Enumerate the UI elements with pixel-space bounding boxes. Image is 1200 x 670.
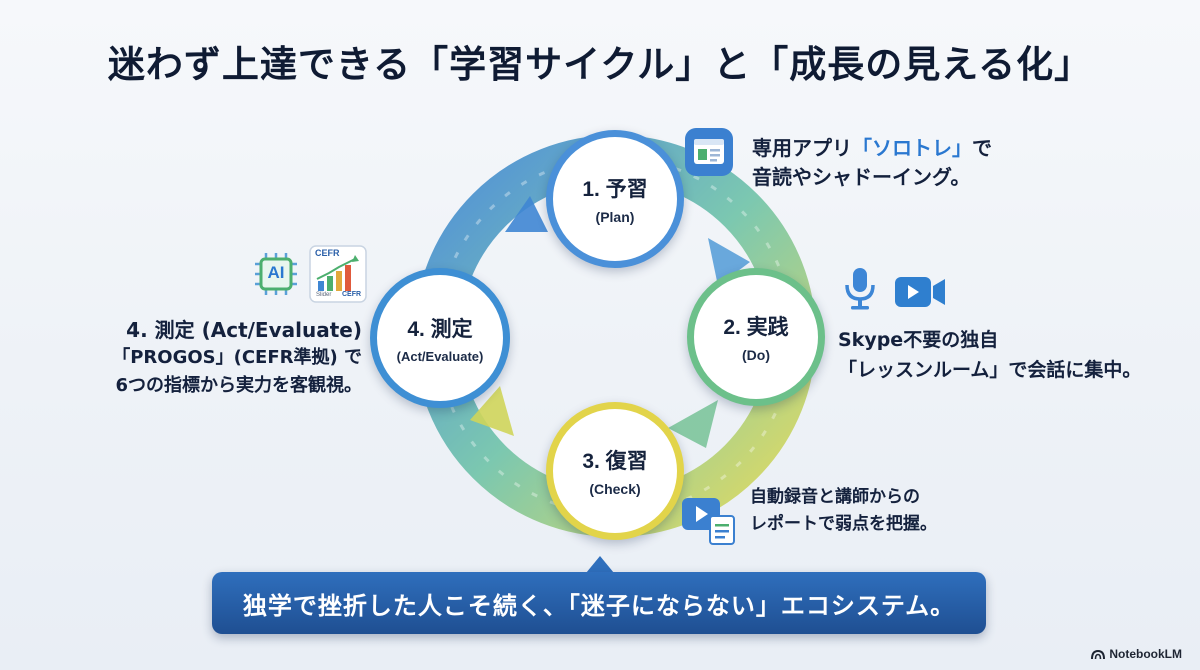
footer-message: 独学で挫折した人こそ続く、「迷子にならない」エコシステム。	[242, 591, 956, 620]
cefr-chart-right-label: CEFR	[342, 291, 362, 298]
eval-desc-line3: 6つの指標から実力を客観視。	[115, 375, 362, 396]
step-plan-node: 1. 予習 (Plan)	[546, 130, 684, 268]
app-window-icon	[685, 128, 733, 176]
step-plan-label: 1. 予習	[582, 178, 648, 201]
step-check-node: 3. 復習 (Check)	[546, 402, 684, 540]
arrow-eval-to-plan	[505, 196, 548, 232]
step-check-sub: (Check)	[589, 481, 641, 497]
brand-watermark: NotebookLM	[1091, 647, 1182, 661]
eval-desc-line2: 「PROGOS」(CEFR準拠) で	[112, 347, 362, 368]
recording-report-icon	[682, 498, 735, 545]
ai-chip-text: AI	[267, 263, 285, 282]
step-eval-description: 4. 測定 (Act/Evaluate) 「PROGOS」(CEFR準拠) で …	[40, 316, 362, 400]
plan-desc-part1: 専用アプリ	[752, 136, 852, 160]
check-desc-line1: 自動録音と講師からの	[750, 487, 920, 507]
banner-pointer	[586, 556, 614, 573]
step-do-node: 2. 実践 (Do)	[687, 268, 825, 406]
arrow-plan-to-do	[708, 238, 750, 286]
step-eval-sub: (Act/Evaluate)	[396, 348, 484, 364]
ai-chip-icon: AI	[252, 250, 300, 298]
step-eval-label: 4. 測定	[407, 317, 473, 341]
arrow-check-to-eval	[470, 386, 514, 436]
step-check-label: 3. 復習	[582, 450, 648, 473]
plan-desc-line2: 音読やシャドーイング。	[752, 165, 971, 189]
footer-banner: 独学で挫折した人こそ続く、「迷子にならない」エコシステム。	[212, 572, 986, 634]
check-desc-line2: レポートで弱点を把握。	[750, 514, 937, 534]
step-plan-sub: (Plan)	[595, 209, 635, 225]
step-plan-description: 専用アプリ「ソロトレ」で 音読やシャドーイング。	[752, 134, 992, 192]
cefr-chart-title: CEFR	[315, 248, 340, 258]
step-eval-node: 4. 測定 (Act/Evaluate)	[370, 268, 510, 408]
step-do-label: 2. 実践	[723, 316, 789, 339]
step-do-description: Skype不要の独自 「レッスンルーム」で会話に集中。	[838, 325, 1141, 385]
step-do-sub: (Do)	[742, 347, 770, 363]
video-camera-icon	[895, 277, 945, 307]
microphone-icon	[845, 268, 875, 310]
plan-desc-part3: で	[972, 136, 992, 160]
do-desc-line2: 「レッスンルーム」で会話に集中。	[838, 359, 1142, 381]
do-desc-line1: Skype不要の独自	[838, 329, 999, 351]
page-title: 迷わず上達できる「学習サイクル」と「成長の見える化」	[107, 43, 1093, 86]
eval-desc-line1: 4. 測定 (Act/Evaluate)	[126, 318, 362, 342]
cefr-chart-icon: CEFR Slider CEFR	[309, 245, 367, 303]
step-check-description: 自動録音と講師からの レポートで弱点を把握。	[750, 484, 937, 538]
brand-text: NotebookLM	[1109, 647, 1182, 661]
cefr-chart-left-label: Slider	[316, 292, 332, 298]
notebooklm-logo-icon	[1091, 649, 1106, 659]
plan-desc-app-name: 「ソロトレ」	[852, 136, 972, 160]
arrow-do-to-check	[668, 400, 718, 448]
